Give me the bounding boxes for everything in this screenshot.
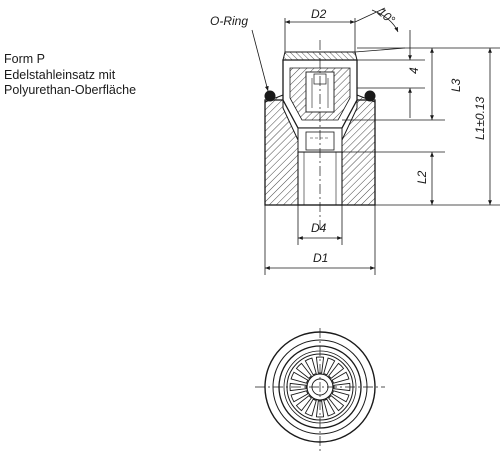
label-dim-4: 4 — [407, 67, 421, 74]
caption-material: Edelstahleinsatz mit — [4, 67, 116, 82]
label-d4: D4 — [311, 221, 327, 235]
groove-segment — [304, 398, 317, 417]
groove-segment — [331, 371, 350, 384]
groove-segment — [323, 398, 336, 417]
label-o-ring: O-Ring — [210, 14, 248, 28]
groove-segment — [328, 362, 345, 379]
section-view — [264, 40, 376, 232]
groove-segment — [290, 390, 309, 403]
groove-segment — [328, 395, 345, 412]
label-l3: L3 — [449, 78, 463, 92]
groove-segment — [331, 390, 350, 403]
label-d2: D2 — [311, 7, 327, 21]
caption-form: Form P — [4, 52, 45, 66]
drawing-caption: Form P Edelstahleinsatz mit Polyurethan-… — [4, 52, 136, 99]
groove-segment — [290, 371, 309, 384]
o-ring-left — [264, 90, 276, 102]
groove-segment — [315, 400, 325, 418]
groove-segment — [333, 382, 351, 392]
label-d1: D1 — [313, 251, 328, 265]
groove-segment — [289, 382, 307, 392]
groove-segment — [315, 356, 325, 374]
o-ring-right — [364, 90, 376, 102]
label-l2: L2 — [415, 170, 429, 184]
caption-surface: Polyurethan-Oberfläche — [4, 83, 137, 97]
groove-segment — [295, 362, 312, 379]
groove-segment — [304, 357, 317, 376]
groove-segment — [323, 357, 336, 376]
dimensions — [251, 7, 500, 275]
groove-segment — [295, 395, 312, 412]
label-angle: 10° — [375, 5, 398, 28]
label-l1: L1±0.13 — [473, 96, 487, 140]
top-view — [255, 328, 385, 454]
